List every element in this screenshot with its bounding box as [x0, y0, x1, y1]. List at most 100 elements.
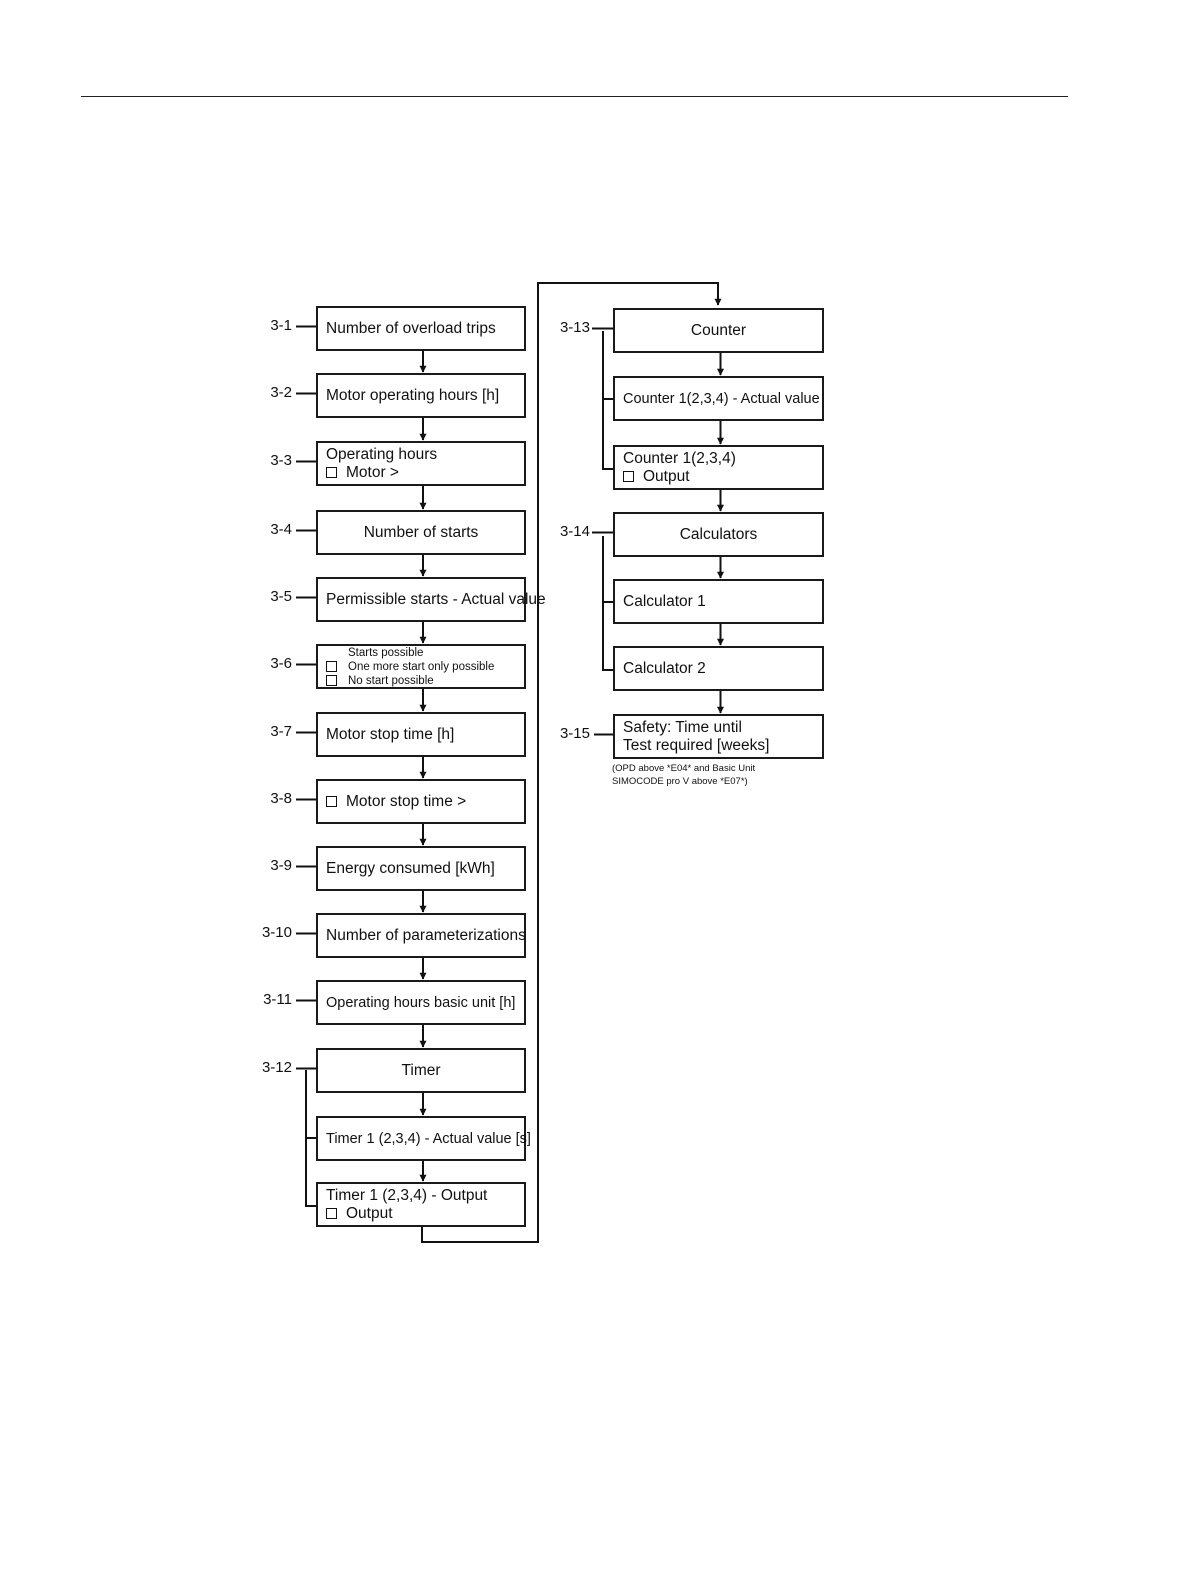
box-text: Number of overload trips — [326, 319, 496, 337]
box-text: Operating hours — [326, 445, 438, 463]
box-line: Number of overload trips — [326, 320, 496, 338]
step-label: 3-7 — [270, 722, 292, 740]
menu-box-3-7: Motor stop time [h] — [316, 712, 526, 757]
header-rule — [81, 96, 1068, 97]
menu-box-3-2: Motor operating hours [h] — [316, 373, 526, 418]
box-text: Number of parameterizations — [326, 926, 526, 944]
box-text: Operating hours basic unit [h] — [326, 994, 516, 1011]
box-line: Timer — [401, 1062, 440, 1080]
box-text: Motor stop time [h] — [326, 725, 455, 743]
box-line: Calculators — [680, 526, 758, 544]
step-label: 3-4 — [270, 520, 292, 538]
box-text: Energy consumed [kWh] — [326, 859, 495, 877]
checkbox-icon — [326, 1208, 337, 1219]
step-label: 3-3 — [270, 451, 292, 469]
step-label: 3-8 — [270, 789, 292, 807]
box-line: Motor stop time > — [326, 793, 466, 811]
box-line: Counter 1(2,3,4) — [623, 450, 736, 468]
step-label: 3-10 — [261, 923, 292, 941]
box-line: No start possible — [326, 674, 434, 688]
box-text: Counter — [690, 321, 747, 339]
step-label: 3-9 — [270, 856, 292, 874]
menu-box-3-13: Counter — [613, 308, 824, 353]
step-label: 3-15 — [559, 724, 590, 742]
step-label: 3-2 — [270, 383, 292, 401]
box-line: Energy consumed [kWh] — [326, 860, 495, 878]
step-label: 3-5 — [270, 587, 292, 605]
menu-box-3-11: Operating hours basic unit [h] — [316, 980, 526, 1025]
box-line: Counter 1(2,3,4) - Actual value — [623, 390, 820, 408]
box-text: Safety: Time until — [623, 718, 742, 736]
menu-box-3-14: Calculators — [613, 512, 824, 557]
checkbox-icon — [326, 467, 337, 478]
step-label: 3-11 — [263, 990, 292, 1008]
box-line: Motor > — [326, 464, 399, 482]
box-line: Number of starts — [364, 524, 479, 542]
step-label: 3-14 — [559, 522, 590, 540]
menu-box-3-9: Energy consumed [kWh] — [316, 846, 526, 891]
box-line: Timer 1 (2,3,4) - Output — [326, 1187, 487, 1205]
menu-box-right-sub-1: Counter 1(2,3,4) - Actual value — [613, 376, 824, 421]
menu-box-3-8: Motor stop time > — [316, 779, 526, 824]
menu-box-3-10: Number of parameterizations — [316, 913, 526, 958]
box-line: Calculator 1 — [623, 593, 706, 611]
box-text: Test required [weeks] — [623, 736, 770, 754]
box-line: Motor stop time [h] — [326, 726, 454, 744]
box-line: Safety: Time until — [623, 719, 742, 737]
box-line: Motor operating hours [h] — [326, 387, 499, 405]
box-text: One more start only possible — [348, 660, 495, 673]
checkbox-icon — [623, 471, 634, 482]
box-text: Output — [346, 1204, 393, 1222]
box-text: Permissible starts - Actual value — [326, 590, 546, 608]
checkbox-icon — [326, 675, 337, 686]
box-line: Operating hours — [326, 446, 437, 464]
box-line: Test required [weeks] — [623, 737, 769, 755]
box-text: Motor operating hours [h] — [326, 386, 500, 404]
group-bracket-calculators — [602, 536, 613, 671]
menu-box-3-5: Permissible starts - Actual value — [316, 577, 546, 622]
box-text: Counter 1(2,3,4) — [623, 449, 736, 467]
group-bracket-counter — [602, 331, 613, 470]
checkbox-icon — [326, 661, 337, 672]
box-line: Number of parameterizations — [326, 927, 526, 945]
box-text: Timer 1 (2,3,4) - Output — [326, 1186, 488, 1204]
box-line: One more start only possible — [326, 660, 494, 674]
step-label: 3-6 — [270, 654, 292, 672]
menu-box-right-sub-4: Calculator 1 — [613, 579, 824, 624]
box-line: Permissible starts - Actual value — [326, 591, 546, 609]
step-label: 3-12 — [261, 1058, 292, 1076]
box-line: Counter — [691, 322, 746, 340]
box-line: Starts possible — [326, 646, 423, 660]
box-text: Calculator 2 — [623, 659, 706, 677]
box-text: Counter 1(2,3,4) - Actual value — [623, 390, 820, 407]
group-bracket-timer — [305, 1070, 316, 1207]
box-text: Motor > — [346, 463, 399, 481]
box-line: Timer 1 (2,3,4) - Actual value [s] — [326, 1130, 531, 1148]
column-link-arrow — [421, 282, 722, 1243]
box-text: Motor stop time > — [346, 792, 467, 810]
box-line: Operating hours basic unit [h] — [326, 994, 515, 1012]
box-text: Timer — [401, 1061, 441, 1079]
footnote-line: SIMOCODE pro V above *E07*) — [612, 776, 748, 787]
box-line: Output — [326, 1205, 393, 1223]
box-line: Output — [623, 468, 690, 486]
box-text: Number of starts — [363, 523, 479, 541]
box-line: Calculator 2 — [623, 660, 706, 678]
menu-box-right-sub-2: Counter 1(2,3,4)Output — [613, 445, 824, 490]
box-text: Starts possible — [348, 646, 424, 659]
menu-box-3-4: Number of starts — [316, 510, 526, 555]
box-text: No start possible — [348, 674, 434, 687]
box-text: Timer 1 (2,3,4) - Actual value [s] — [326, 1130, 531, 1147]
box-text: Calculator 1 — [623, 592, 706, 610]
footnote-line: (OPD above *E04* and Basic Unit — [612, 763, 756, 774]
step-label: 3-1 — [270, 316, 292, 334]
box-text: Calculators — [679, 525, 758, 543]
menu-box-3-12: Timer — [316, 1048, 526, 1093]
checkbox-icon — [326, 796, 337, 807]
step-label: 3-13 — [559, 318, 590, 336]
